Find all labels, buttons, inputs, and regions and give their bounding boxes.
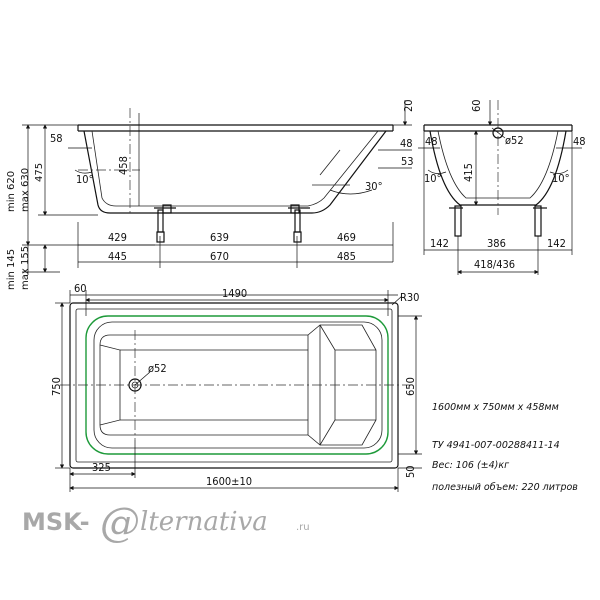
dim-325: 325	[92, 461, 111, 474]
spec-volume: полезный объем: 220 литров	[432, 482, 578, 493]
dim-469: 469	[337, 231, 356, 244]
foot-right	[288, 204, 310, 243]
dim-r30: R30	[400, 291, 419, 304]
dim-60-end: 60	[470, 99, 483, 112]
dim-475: 475	[34, 163, 45, 182]
dim-418-436: 418/436	[474, 258, 515, 271]
dim-max-630: max 630	[20, 168, 31, 212]
watermark-prefix: MSK-	[22, 508, 90, 536]
dim-48-side: 48	[400, 137, 413, 150]
plan-view: ø52 60 1490 R30 750 650 50 325 1600±10	[50, 282, 422, 492]
dim-max-155: max 155	[20, 246, 31, 290]
dim-639: 639	[210, 231, 229, 244]
end-view: 60 ø52 48 48 415 10° 10° 142 386 142 418…	[418, 99, 586, 275]
dim-485: 485	[337, 250, 356, 263]
watermark-rest: lternativa	[140, 507, 268, 537]
side-view: min 620 max 630 475 min 145 max 155 58 4…	[6, 99, 415, 290]
dim-53: 53	[401, 155, 414, 168]
angle-10-side: 10°	[76, 173, 94, 186]
dim-min-145: min 145	[6, 249, 17, 290]
dim-458: 458	[117, 156, 130, 175]
spec-standard: ТУ 4941-007-00288411-14	[432, 440, 560, 451]
drain-plan-view	[128, 378, 142, 392]
dim-48-right: 48	[573, 135, 586, 148]
dim-drain-end: ø52	[505, 134, 524, 147]
dim-650: 650	[404, 377, 417, 396]
angle-10-end-left: 10°	[424, 172, 442, 185]
watermark-logo: MSK- @ lternativa .ru	[22, 500, 310, 546]
dim-445: 445	[108, 250, 127, 263]
specs-block: 1600мм х 750мм х 458мм ТУ 4941-007-00288…	[432, 402, 578, 493]
dim-1600: 1600±10	[206, 475, 252, 488]
foot-left	[154, 204, 176, 243]
angle-30: 30°	[365, 180, 383, 193]
dim-142-right: 142	[547, 237, 566, 250]
watermark-tld: .ru	[296, 522, 310, 533]
dim-386: 386	[487, 237, 506, 250]
angle-10-end-right: 10°	[552, 172, 570, 185]
dim-429: 429	[108, 231, 127, 244]
dim-142-left: 142	[430, 237, 449, 250]
spec-weight: Вес: 106 (±4)кг	[432, 460, 510, 471]
dim-20: 20	[402, 99, 415, 112]
dim-1490: 1490	[222, 287, 247, 300]
dim-750: 750	[50, 377, 63, 396]
watermark-at: @	[100, 500, 140, 546]
spec-size: 1600мм х 750мм х 458мм	[432, 402, 559, 413]
dim-min-620: min 620	[6, 171, 17, 212]
dim-670: 670	[210, 250, 229, 263]
dim-58: 58	[50, 132, 63, 145]
drain-end-view	[492, 127, 504, 139]
dim-50: 50	[404, 465, 417, 478]
dim-60-plan: 60	[74, 282, 87, 295]
dim-drain-plan: ø52	[148, 362, 167, 375]
dim-48-left: 48	[425, 135, 438, 148]
dim-415: 415	[462, 163, 475, 182]
